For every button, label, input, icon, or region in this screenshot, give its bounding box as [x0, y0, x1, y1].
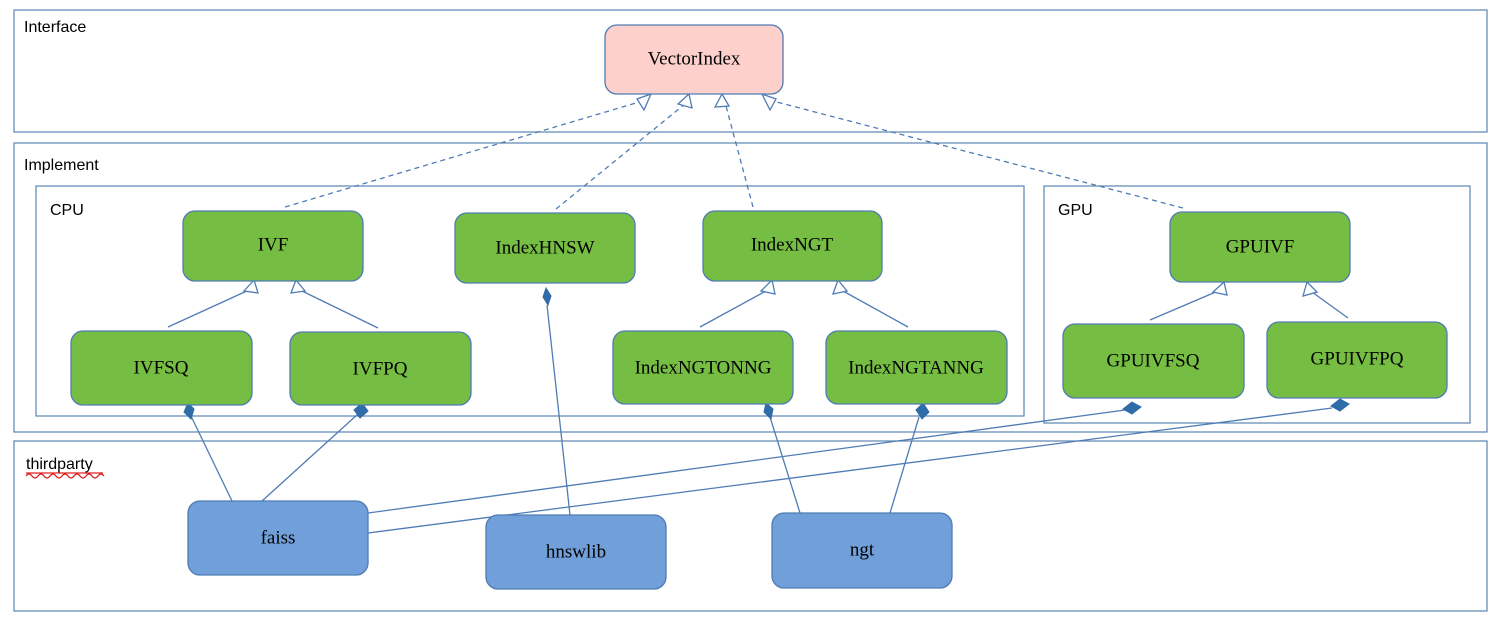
- edge-indexngtonng-to-indexngt[interactable]: [699, 278, 776, 328]
- edge-line: [699, 290, 767, 328]
- hollow-triangle-arrowhead-icon: [760, 92, 777, 112]
- edge-line: [769, 416, 801, 514]
- filled-diamond-marker-icon: [1330, 398, 1350, 412]
- hollow-triangle-arrowhead-icon: [289, 278, 307, 294]
- node-ivfsq[interactable]: IVFSQ: [70, 330, 253, 406]
- node-vectorindex-rect[interactable]: [604, 24, 784, 95]
- edge-gpuivfsq-to-gpuivf[interactable]: [1149, 280, 1228, 321]
- node-indexngtonng-label: IndexNGTONNG: [635, 357, 772, 378]
- node-indexngt-rect[interactable]: [702, 210, 883, 282]
- container-thirdparty-label: thirdparty: [26, 456, 93, 473]
- filled-diamond-marker-icon: [763, 402, 774, 421]
- edge-indexhnsw-to-vectorindex[interactable]: [555, 92, 693, 210]
- hollow-triangle-arrowhead-icon: [636, 92, 653, 112]
- node-ivfpq-label: IVFPQ: [353, 358, 408, 379]
- node-ngt-label: ngt: [850, 539, 875, 560]
- node-gpuivfsq-label: GPUIVFSQ: [1107, 350, 1200, 371]
- node-vectorindex[interactable]: VectorIndex: [604, 24, 784, 95]
- edge-line: [1149, 290, 1219, 321]
- edge-line: [367, 407, 1333, 534]
- node-ivfpq[interactable]: IVFPQ: [289, 331, 472, 406]
- filled-diamond-marker-icon: [353, 402, 369, 419]
- node-hnswlib-label: hnswlib: [546, 541, 606, 562]
- node-vectorindex-label: VectorIndex: [648, 48, 741, 69]
- node-gpuivfsq[interactable]: GPUIVFSQ: [1062, 323, 1245, 399]
- node-indexngt-label: IndexNGT: [751, 234, 834, 255]
- node-faiss-label: faiss: [261, 527, 296, 548]
- hollow-triangle-arrowhead-icon: [713, 92, 731, 108]
- hollow-triangle-arrowhead-icon: [759, 278, 776, 295]
- hollow-triangle-arrowhead-icon: [242, 278, 259, 294]
- node-ivfsq-label: IVFSQ: [134, 357, 189, 378]
- node-gpuivfsq-rect[interactable]: [1062, 323, 1245, 399]
- edge-line: [261, 413, 359, 502]
- edge-line: [555, 103, 686, 210]
- node-gpuivf[interactable]: GPUIVF: [1169, 211, 1351, 283]
- container-gpu-label: GPU: [1058, 202, 1093, 219]
- edge-line: [842, 290, 909, 328]
- node-indexhnsw[interactable]: IndexHNSW: [454, 212, 636, 284]
- edge-gpuivf-to-vectorindex[interactable]: [760, 92, 1184, 209]
- edge-ivfpq-to-ivf[interactable]: [289, 278, 379, 329]
- edge-faiss-to-gpuivfsq[interactable]: [367, 401, 1142, 514]
- edge-gpuivfpq-to-gpuivf[interactable]: [1302, 280, 1349, 319]
- edge-indexngt-to-vectorindex[interactable]: [713, 92, 754, 208]
- node-ngt[interactable]: ngt: [771, 512, 953, 589]
- node-ivf[interactable]: IVF: [182, 210, 364, 282]
- edge-line: [889, 416, 920, 514]
- edge-ivf-to-vectorindex[interactable]: [284, 92, 653, 208]
- edge-indexngtanng-to-indexngt[interactable]: [831, 278, 909, 328]
- node-indexngtanng-label: IndexNGTANNG: [848, 357, 984, 378]
- node-indexhnsw-label: IndexHNSW: [495, 237, 594, 258]
- edge-hnswlib-to-indexhnsw[interactable]: [542, 286, 571, 516]
- edge-line: [167, 289, 250, 328]
- node-gpuivfpq-rect[interactable]: [1266, 321, 1448, 399]
- container-implement-label: Implement: [24, 157, 99, 174]
- edge-line: [1311, 291, 1349, 319]
- node-ivfsq-rect[interactable]: [70, 330, 253, 406]
- node-faiss[interactable]: faiss: [187, 500, 369, 576]
- node-ivfpq-rect[interactable]: [289, 331, 472, 406]
- hollow-triangle-arrowhead-icon: [676, 92, 693, 109]
- node-gpuivfpq-label: GPUIVFPQ: [1311, 348, 1404, 369]
- node-hnswlib[interactable]: hnswlib: [485, 514, 667, 590]
- node-ivf-rect[interactable]: [182, 210, 364, 282]
- node-hnswlib-rect[interactable]: [485, 514, 667, 590]
- node-indexngtanng[interactable]: IndexNGTANNG: [825, 330, 1008, 405]
- edge-ngt-to-indexngtanng[interactable]: [889, 402, 930, 514]
- edge-ivfsq-to-ivf[interactable]: [167, 278, 259, 328]
- filled-diamond-marker-icon: [542, 286, 552, 307]
- container-interface-label: Interface: [24, 19, 86, 36]
- filled-diamond-marker-icon: [1122, 401, 1142, 415]
- node-gpuivf-label: GPUIVF: [1226, 236, 1295, 257]
- node-indexhnsw-rect[interactable]: [454, 212, 636, 284]
- edge-faiss-to-gpuivfpq[interactable]: [367, 398, 1350, 534]
- edge-line: [301, 290, 379, 329]
- node-gpuivf-rect[interactable]: [1169, 211, 1351, 283]
- edge-line: [367, 409, 1126, 514]
- node-indexngtanng-rect[interactable]: [825, 330, 1008, 405]
- node-indexngtonng-rect[interactable]: [612, 330, 794, 405]
- filled-diamond-marker-icon: [915, 402, 930, 420]
- edge-ngt-to-indexngtonng[interactable]: [763, 402, 801, 514]
- hollow-triangle-arrowhead-icon: [1302, 280, 1319, 297]
- node-indexngtonng[interactable]: IndexNGTONNG: [612, 330, 794, 405]
- node-gpuivfpq[interactable]: GPUIVFPQ: [1266, 321, 1448, 399]
- edge-line: [546, 304, 571, 516]
- node-ivf-label: IVF: [258, 234, 289, 255]
- spellcheck-squiggle-icon: [25, 473, 105, 479]
- hollow-triangle-arrowhead-icon: [1211, 280, 1228, 296]
- node-faiss-rect[interactable]: [187, 500, 369, 576]
- hollow-triangle-arrowhead-icon: [831, 278, 849, 295]
- container-cpu-label: CPU: [50, 202, 84, 219]
- node-ngt-rect[interactable]: [771, 512, 953, 589]
- filled-diamond-marker-icon: [183, 402, 195, 420]
- node-indexngt[interactable]: IndexNGT: [702, 210, 883, 282]
- edge-faiss-to-ivfpq[interactable]: [261, 402, 369, 502]
- edge-line: [189, 413, 233, 502]
- edge-faiss-to-ivfsq[interactable]: [183, 402, 233, 502]
